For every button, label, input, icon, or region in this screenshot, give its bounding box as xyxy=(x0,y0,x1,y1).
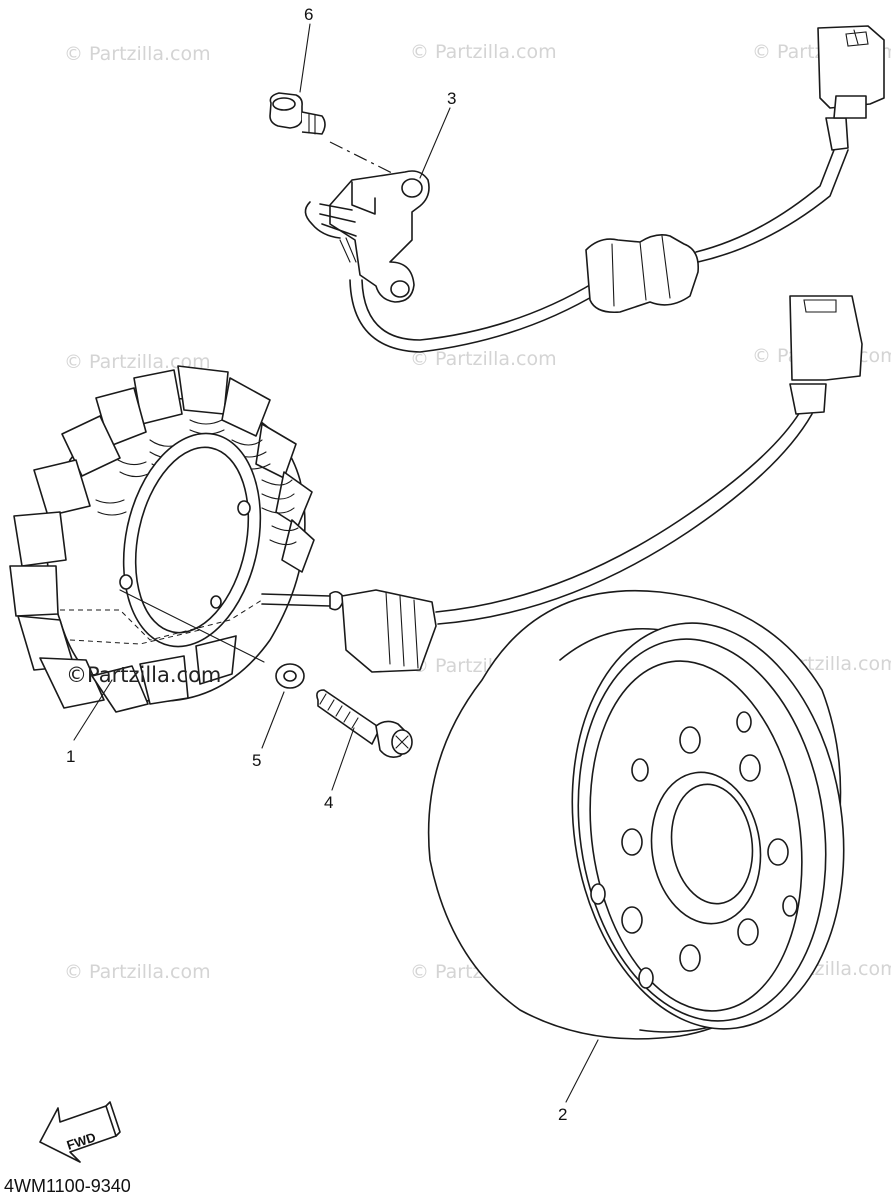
watermark-dark: ©Partzilla.com xyxy=(66,663,221,687)
callout-2: 2 xyxy=(558,1105,567,1124)
washer-part xyxy=(275,663,305,689)
callout-1: 1 xyxy=(66,747,75,766)
stator-coil-part xyxy=(9,365,331,713)
drawing-code: 4WM1100-9340 xyxy=(4,1176,131,1196)
pickup-coil-part xyxy=(304,170,430,303)
fwd-arrow-icon: FWD xyxy=(39,1101,121,1163)
bolt-part xyxy=(316,689,413,758)
leader-stator-hole xyxy=(119,589,265,663)
watermark: © Partzilla.com xyxy=(64,961,211,983)
callout-5: 5 xyxy=(252,751,261,770)
callout-4: 4 xyxy=(324,793,333,812)
flange-bolt-part xyxy=(269,92,326,135)
watermark: © Partzilla.com xyxy=(410,348,557,370)
pickup-coil-cable xyxy=(349,25,885,353)
rotor-part xyxy=(427,589,845,1040)
callout-3: 3 xyxy=(447,89,456,108)
watermark: © Partzilla.com xyxy=(64,351,211,373)
watermark: © Partzilla.com xyxy=(410,41,557,63)
callout-leaders xyxy=(73,23,599,1103)
callout-6: 6 xyxy=(304,5,313,24)
stator-cable xyxy=(329,295,863,673)
alignment-line xyxy=(329,141,399,177)
watermark: © Partzilla.com xyxy=(64,43,211,65)
